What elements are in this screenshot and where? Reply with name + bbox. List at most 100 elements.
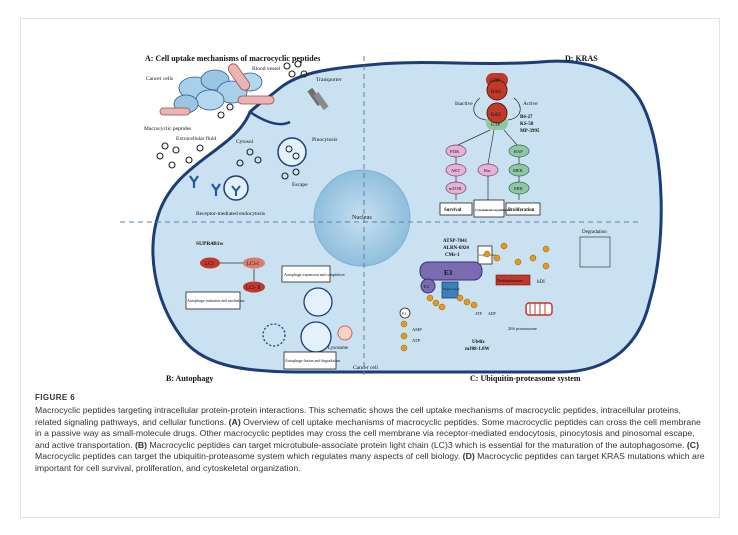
inhibitor-1: ATSP-7041	[443, 239, 468, 244]
expansion-box	[281, 265, 331, 283]
proliferation-box	[505, 202, 541, 216]
figure-caption: Macrocyclic peptides targeting intracell…	[35, 405, 707, 475]
ras-label-top: RAS	[491, 90, 501, 95]
lc3-label: LC3	[205, 262, 214, 267]
e2	[420, 278, 436, 294]
gdp-label: GDP	[490, 79, 500, 84]
mj-label: mJ08-1.8W	[465, 347, 490, 352]
drug-2: KS-58	[520, 122, 534, 127]
akt-label: AKT	[451, 168, 460, 173]
caption-c-text: Macrocyclic peptides can target the ubiq…	[35, 451, 463, 462]
pi3k-label: PI3K	[450, 149, 460, 154]
blood-vessel	[159, 63, 275, 116]
macrocyclic-peptide-rings	[156, 60, 308, 180]
panel-c-title: C: Ubiquitin-proteasome system	[470, 374, 581, 383]
e2-label: E2	[424, 284, 429, 289]
caption-c-tag: (C)	[686, 439, 699, 450]
ras-label-bottom: RAS	[491, 113, 501, 118]
atp-label: ATP	[412, 338, 420, 343]
nucleus-label: Nucleus	[352, 215, 372, 221]
degradation-box	[579, 236, 611, 268]
target-protein-2	[441, 281, 459, 299]
panel-a-title: A: Cell uptake mechanisms of macrocyclic…	[145, 54, 320, 63]
active-label: Active	[523, 101, 538, 107]
endosome	[223, 175, 249, 201]
drug-3: MP-3995	[520, 129, 540, 134]
e3-label: E3	[444, 269, 453, 277]
target-protein-2-label: Target protein	[443, 287, 460, 291]
invagination	[249, 110, 291, 126]
phagophore	[262, 323, 286, 347]
raf-label: RAF	[514, 149, 523, 154]
autophagosome	[303, 287, 333, 317]
deubiquitinase-label: Deubiquitinases	[497, 278, 523, 283]
figure-illustration: Nucleus A: Cell uptake mechanisms of mac…	[120, 54, 663, 383]
mek-label: MEK	[513, 168, 524, 173]
fusion-box	[283, 351, 337, 370]
atp2-label: ATP	[475, 312, 482, 316]
autolysosome	[300, 321, 332, 353]
caption-a-text: Overview of cell uptake mechanisms of ma…	[35, 416, 701, 450]
caption-d-text: Macrocyclic peptides can target KRAS mut…	[35, 451, 705, 473]
e1-label: E1	[402, 311, 406, 316]
supr-label: SUPR4B1w	[196, 241, 224, 247]
drug-1: B6-27	[520, 115, 533, 120]
cytoskeletal-box	[473, 199, 505, 218]
inhibitor-2: ALRN-6924	[443, 246, 469, 251]
lc3-ii-label: LC3- II	[246, 286, 261, 291]
e1	[399, 307, 411, 319]
cancer-cells-label: Cancer cells	[146, 76, 173, 82]
expansion-label: Autophage expansion and completion	[284, 272, 345, 277]
e3-ligase	[419, 261, 483, 281]
proteasome-label: 26S proteasome	[508, 326, 537, 331]
caption-b-text: Macrocyclic peptides can target microtub…	[147, 439, 687, 450]
survival-label: Survival	[444, 208, 462, 213]
initiation-label: Autophage initiation and nucleation	[187, 298, 244, 303]
caption-b-tag: (B)	[134, 439, 148, 450]
extracellular-fluid-label: Extracellular fluid	[176, 135, 216, 142]
blood-vessel-label: Blood vessel	[252, 66, 281, 72]
lc3-nodes	[200, 257, 265, 293]
caption-main: Macrocyclic peptides targeting intracell…	[35, 405, 681, 427]
pinocytosis-label: Pinocytosis	[312, 137, 337, 143]
amp-label: AMP	[412, 327, 422, 332]
gtp-label: GTP	[491, 123, 501, 128]
inactive-label: Inactive	[455, 101, 473, 107]
pinocytosis-vesicle	[277, 137, 307, 167]
inhibitor-3: CMs-1	[445, 253, 460, 258]
deubiquitinase-box	[495, 274, 531, 286]
proteasome	[525, 302, 553, 316]
ub4-label: Ub4ix	[472, 340, 485, 345]
hdi-label: hDI	[537, 280, 545, 285]
proliferation-label: Proliferation	[508, 208, 535, 213]
cancer-cell-label: Cancer cell	[353, 365, 378, 371]
escape-label: Escape	[292, 182, 308, 188]
cytoskeletal-label: Cytoskeletal organization	[475, 208, 511, 212]
caption-d-tag: (D)	[462, 451, 475, 462]
transporter-label: Transporter	[316, 77, 342, 83]
nucleus	[313, 169, 411, 267]
lc3-i-label: LC3-I	[247, 262, 259, 267]
rac-label: Rac	[484, 168, 491, 173]
ras-complex	[486, 73, 508, 130]
macrocyclic-peptides-label: Macrocyclic peptides	[144, 126, 191, 132]
transporter	[307, 87, 329, 111]
cancer-cells-cluster	[173, 69, 263, 114]
receptors	[189, 175, 221, 196]
ubiquitin-chain	[400, 242, 550, 352]
fusion-label: Autophage fusion and degradation	[285, 358, 340, 363]
panel-d-title: D: KRAS	[565, 54, 598, 63]
survival-box	[439, 202, 473, 216]
mtor-label: mTOR	[449, 186, 461, 191]
lysosome	[337, 325, 353, 341]
panel-b-title: B: Autophagy	[166, 374, 213, 383]
cytosol-label: Cytosol	[236, 139, 254, 145]
lysosome-label: Lysosome	[328, 346, 349, 351]
caption-a-tag: (A)	[228, 416, 241, 427]
erk-label: ERK	[514, 186, 524, 191]
figure-label: FIGURE 6	[35, 393, 76, 402]
initiation-box	[185, 291, 241, 310]
degradation-label: Degradation	[582, 230, 607, 235]
adp-label: ADP	[488, 312, 496, 316]
kras-signaling-nodes	[445, 129, 530, 200]
